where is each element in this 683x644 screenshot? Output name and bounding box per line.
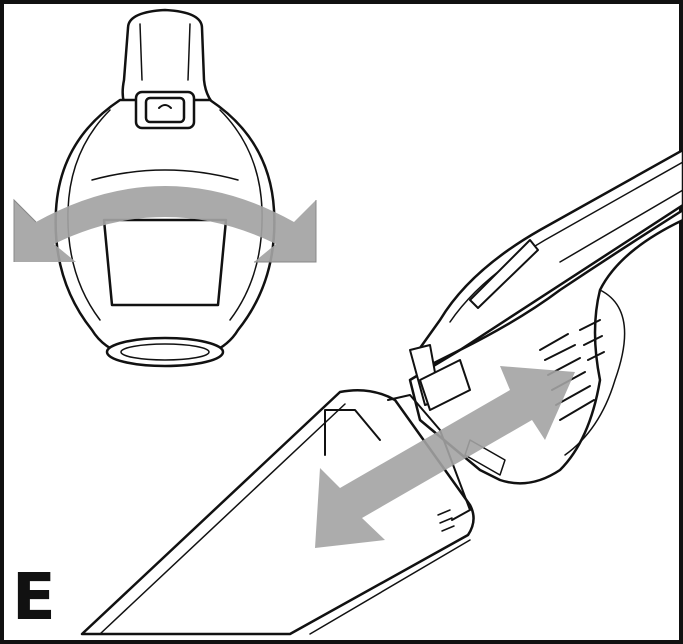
pull-apart-arrow-icon [315, 366, 575, 548]
dust-bowl-icon [80, 389, 475, 636]
step-letter: E [12, 561, 56, 635]
rotate-arrow-icon [13, 186, 317, 263]
rotate-dust-bowl-illustration [54, 8, 276, 368]
